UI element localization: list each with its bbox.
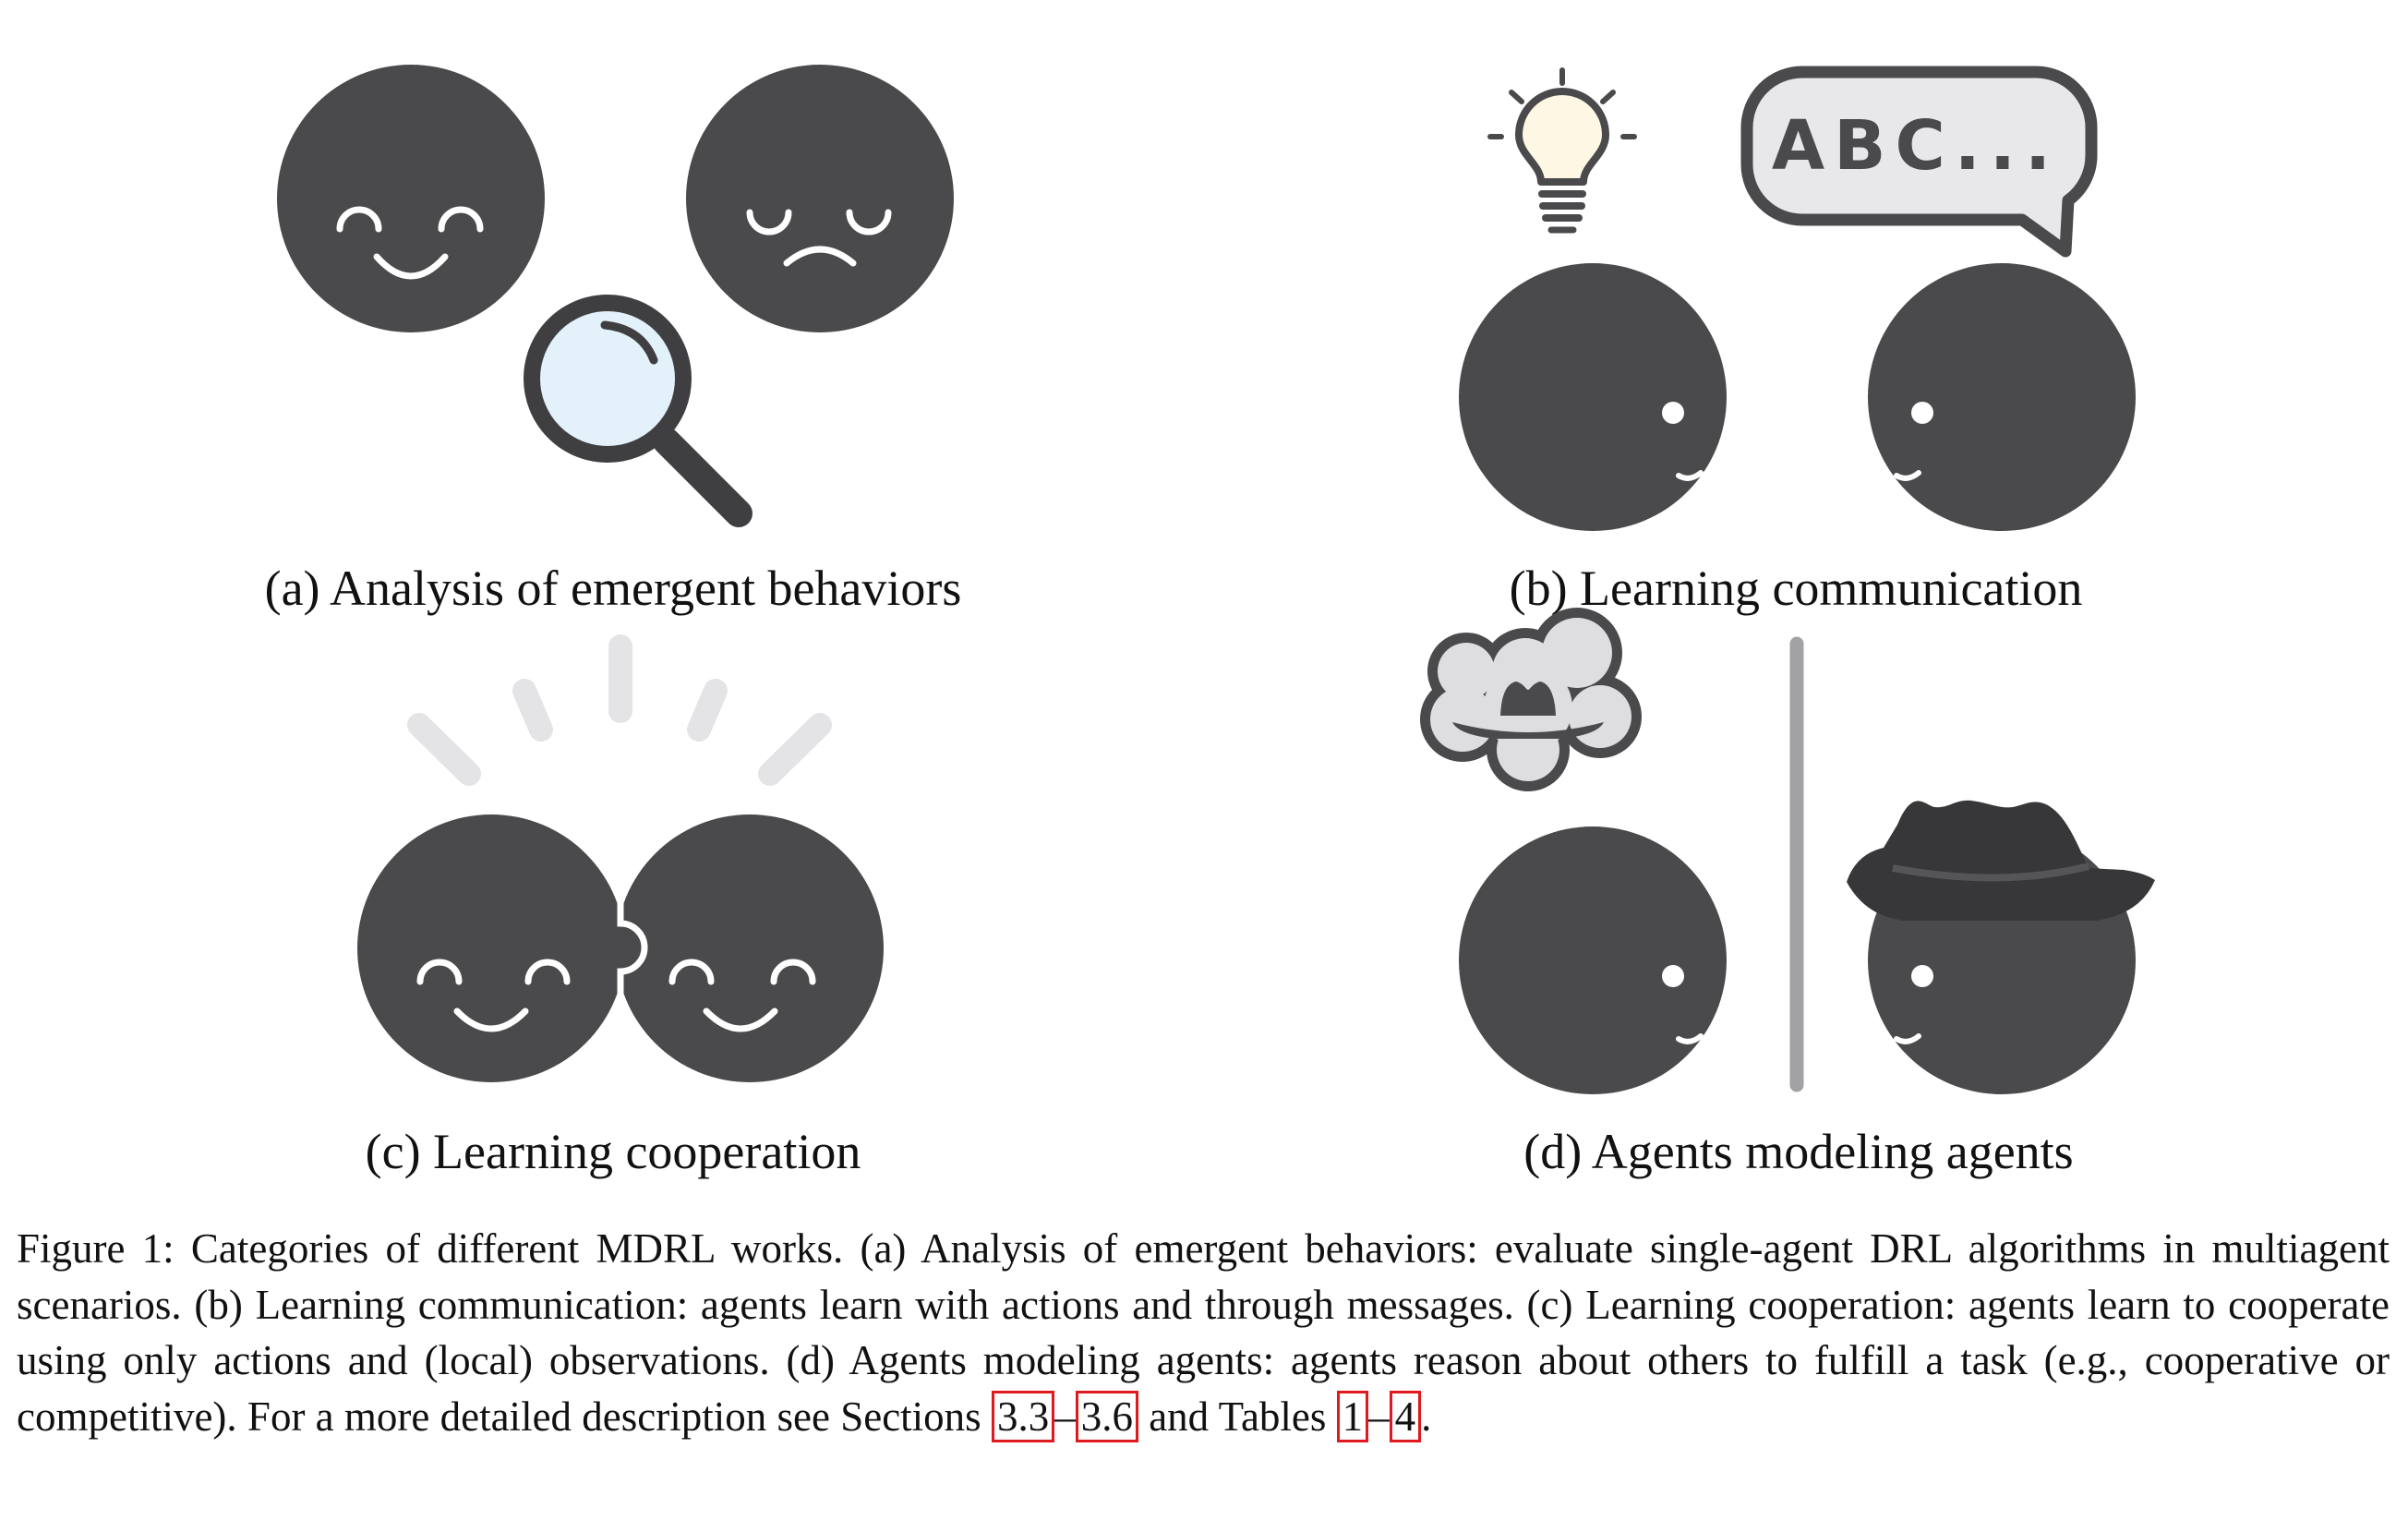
panel-a: (a) Analysis of emergent behaviors (265, 65, 962, 616)
subcaption-c: (c) Learning cooperation (366, 1124, 861, 1179)
speech-bubble-text: ABC... (1772, 106, 2060, 186)
range-dash: – (1368, 1393, 1390, 1440)
frowning-agent-icon (686, 65, 954, 332)
magnifying-glass-icon (517, 288, 760, 535)
hatted-agent-icon (1847, 800, 2155, 1094)
section-link-start[interactable]: 3.3 (991, 1390, 1055, 1442)
panel-c: (c) Learning cooperation (357, 634, 884, 1179)
smiling-agent-icon (277, 65, 545, 332)
puzzle-joined-agents-icon (357, 814, 884, 1082)
range-dash: – (1054, 1393, 1076, 1440)
speech-bubble-icon: ABC... (1740, 66, 2098, 258)
subcaption-a: (a) Analysis of emergent behaviors (265, 561, 962, 616)
lightbulb-icon (1487, 67, 1637, 234)
table-link-start[interactable]: 1 (1336, 1390, 1369, 1442)
agent-icon (1459, 826, 1727, 1094)
caption-text: Figure 1: Categories of different MDRL w… (17, 1225, 2390, 1440)
subcaption-d: (d) Agents modeling agents (1523, 1124, 2073, 1179)
caption-suffix: . (1421, 1393, 1432, 1440)
panel-b: ABC... (b) Learning communication (1459, 66, 2136, 616)
panel-d: (d) Agents modeling agents (1420, 608, 2155, 1179)
agent-icon (1868, 263, 2136, 531)
section-link-end[interactable]: 3.6 (1075, 1390, 1138, 1442)
hat-icon (1847, 800, 2155, 921)
radiating-rays-icon (407, 634, 832, 786)
subcaption-b: (b) Learning communication (1510, 561, 2083, 616)
hat-icon (1452, 682, 1604, 739)
figure-caption: Figure 1: Categories of different MDRL w… (17, 1221, 2390, 1444)
caption-text-middle: and Tables (1138, 1393, 1337, 1440)
table-link-end[interactable]: 4 (1389, 1390, 1422, 1442)
agent-icon (1459, 263, 1727, 531)
